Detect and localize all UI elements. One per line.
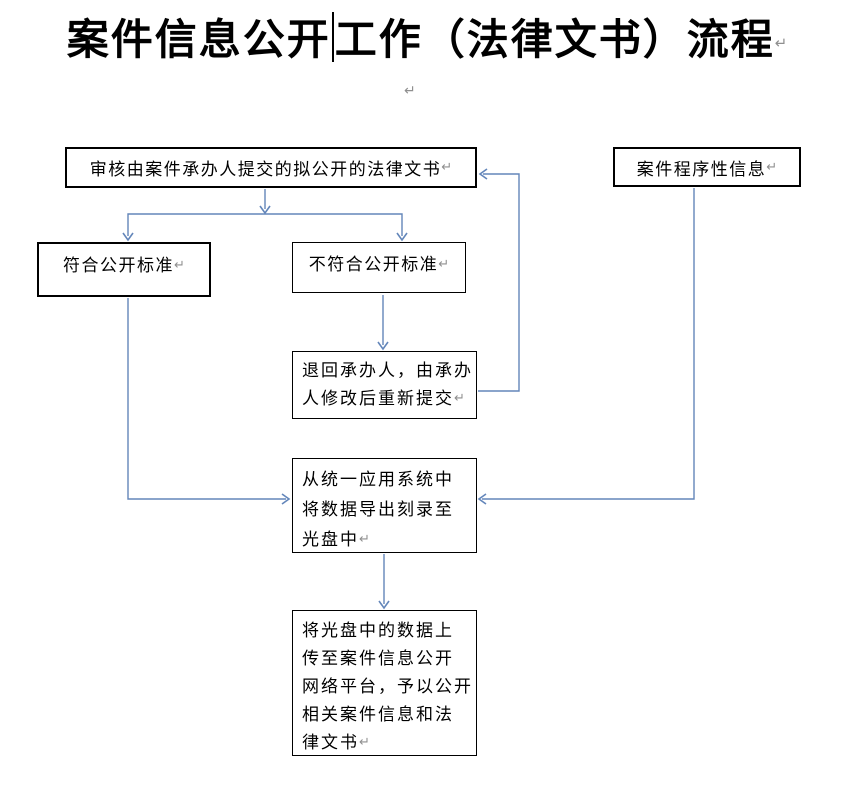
- box-label: 不符合公开标准: [308, 255, 439, 274]
- connector-branch-bar: [127, 213, 403, 236]
- box-line: 退回承办人，由承办: [302, 361, 473, 380]
- box-label: 符合公开标准: [63, 256, 175, 275]
- box-line: 从统一应用系统中: [302, 470, 454, 489]
- flow-box-upload-to-platform[interactable]: 将光盘中的数据上 传至案件信息公开 网络平台，予以公开 相关案件信息和法 律文书…: [292, 610, 477, 756]
- box-line: 光盘中↵: [302, 530, 370, 549]
- box-line: 将数据导出刻录至: [302, 500, 454, 519]
- title-text-right: 工作（法律文书）流程: [334, 18, 775, 64]
- paragraph-mark-icon: ↵: [359, 735, 370, 750]
- connector-meets-to-export: [127, 298, 286, 500]
- flow-box-procedural-info[interactable]: 案件程序性信息↵: [613, 147, 801, 187]
- arrowhead-down: [396, 232, 408, 242]
- arrowhead-down: [378, 600, 390, 610]
- flow-box-export-to-disc[interactable]: 从统一应用系统中 将数据导出刻录至 光盘中↵: [292, 458, 477, 553]
- paragraph-mark-icon: ↵: [766, 159, 778, 175]
- connector-procedural-to-export: [482, 188, 695, 500]
- paragraph-mark-icon: ↵: [441, 160, 453, 175]
- paragraph-mark-icon: ↵: [438, 257, 450, 272]
- box-line: 传至案件信息公开: [302, 649, 454, 668]
- arrowhead-down: [259, 205, 271, 215]
- flow-box-meets-standard[interactable]: 符合公开标准↵: [37, 242, 211, 297]
- arrowhead-left: [477, 493, 487, 505]
- arrowhead-down: [122, 232, 134, 242]
- text-cursor: [331, 12, 334, 62]
- box-line: 律文书↵: [302, 733, 370, 752]
- box-line: 相关案件信息和法: [302, 705, 454, 724]
- paragraph-mark-icon: ↵: [359, 532, 370, 547]
- arrowhead-left: [478, 168, 488, 180]
- paragraph-mark-icon: ↵: [774, 34, 788, 52]
- flow-box-return-to-handler[interactable]: 退回承办人，由承办 人修改后重新提交↵: [292, 351, 477, 419]
- connector-return-to-review: [478, 173, 520, 392]
- box-label: 审核由案件承办人提交的拟公开的法律文书: [89, 160, 442, 179]
- page-title[interactable]: 案件信息公开工作（法律文书）流程↵: [0, 6, 854, 67]
- paragraph-mark-icon: ↵: [454, 391, 465, 406]
- arrowhead-down: [377, 341, 389, 351]
- box-line: 网络平台，予以公开: [302, 677, 473, 696]
- title-text-left: 案件信息公开: [66, 18, 331, 64]
- flow-box-not-meets-standard[interactable]: 不符合公开标准↵: [292, 242, 466, 293]
- paragraph-mark-icon: ↵: [174, 258, 185, 273]
- box-line: 将光盘中的数据上: [302, 621, 454, 640]
- box-label: 案件程序性信息: [636, 159, 767, 179]
- flow-box-review-documents[interactable]: 审核由案件承办人提交的拟公开的法律文书↵: [65, 147, 477, 188]
- arrowhead-right: [281, 493, 291, 505]
- box-line: 人修改后重新提交↵: [302, 389, 465, 408]
- paragraph-mark-icon: ↵: [404, 83, 416, 99]
